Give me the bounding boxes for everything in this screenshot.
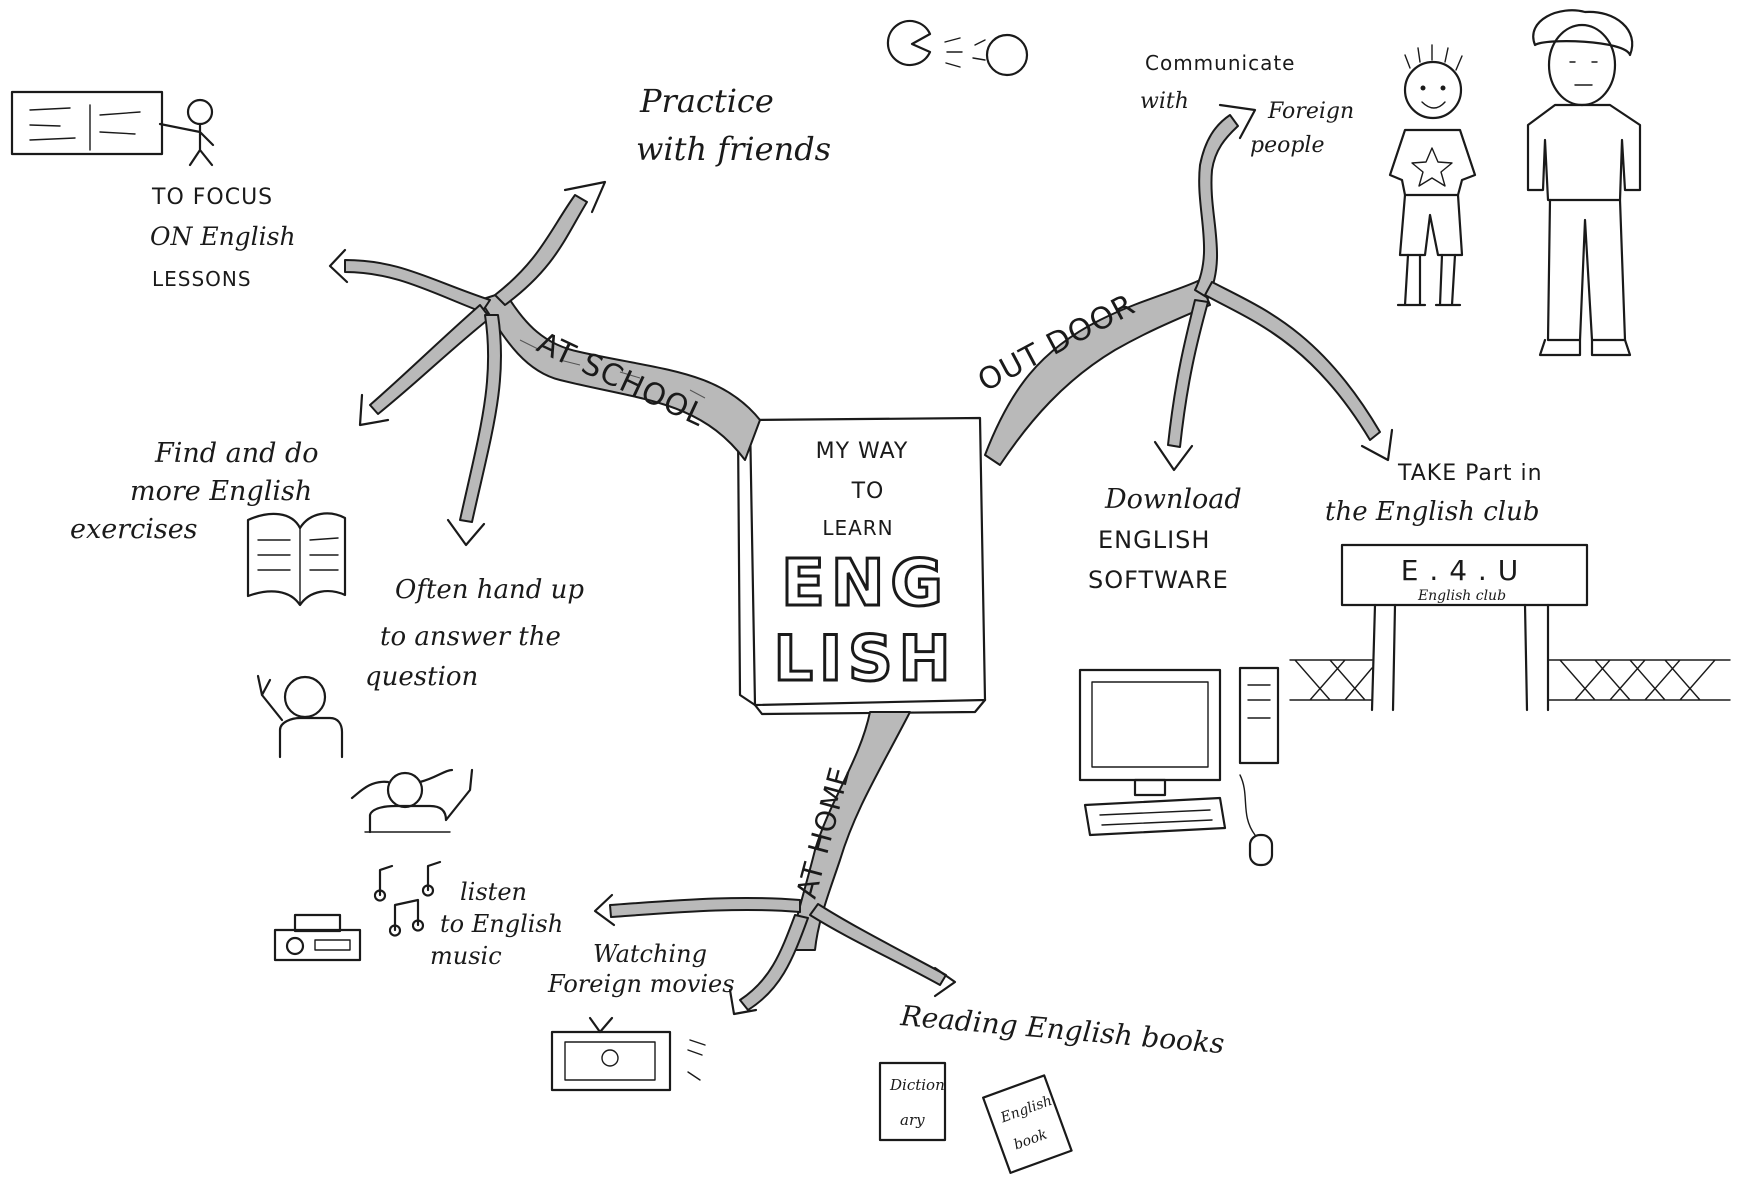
software-line-1: Download bbox=[1104, 484, 1242, 515]
focus-line-1: TO FOCUS bbox=[151, 185, 273, 210]
dictionary-book-icon: Diction ary bbox=[880, 1063, 945, 1140]
communicate-line-2: with bbox=[1140, 89, 1189, 114]
item-download-software: Download ENGLISH SOFTWARE bbox=[1088, 484, 1242, 594]
item-practice-friends: Practice with friends bbox=[636, 82, 831, 168]
book-title-line-1: MY WAY bbox=[816, 439, 909, 464]
hand-up-line-3: question bbox=[365, 662, 478, 692]
focus-line-2: ON English bbox=[150, 222, 296, 251]
exercises-line-3: exercises bbox=[70, 514, 198, 545]
item-hand-up: Often hand up to answer the question bbox=[365, 575, 584, 692]
communicate-line-1: Communicate bbox=[1145, 51, 1295, 75]
computer-icon bbox=[1080, 668, 1278, 865]
club-line-1: TAKE Part in bbox=[1397, 461, 1543, 486]
book-word-top: ENG bbox=[781, 547, 949, 621]
club-sign-title: E . 4 . U bbox=[1401, 554, 1519, 587]
music-line-3: music bbox=[430, 942, 502, 970]
hand-up-line-1: Often hand up bbox=[395, 575, 584, 605]
item-foreign-movies: Watching Foreign movies bbox=[547, 940, 735, 998]
tv-icon bbox=[552, 1018, 705, 1090]
book-title-line-2: TO bbox=[851, 479, 885, 504]
movies-line-2: Foreign movies bbox=[547, 970, 735, 998]
item-find-exercises: Find and do more English exercises bbox=[70, 438, 319, 545]
item-focus-lessons: TO FOCUS ON English LESSONS bbox=[150, 185, 296, 291]
communicate-line-3: Foreign bbox=[1267, 99, 1354, 124]
software-line-3: SOFTWARE bbox=[1088, 566, 1229, 594]
item-reading-books: Reading English books bbox=[898, 999, 1225, 1060]
book-word-bottom: LISH bbox=[773, 622, 956, 695]
raised-hand-girl-icon bbox=[352, 770, 472, 832]
english-book-icon: English book bbox=[983, 1075, 1071, 1172]
practice-line-2: with friends bbox=[636, 130, 831, 168]
boy-figure-icon bbox=[1390, 45, 1475, 305]
central-book: MY WAY TO LEARN ENG LISH bbox=[738, 418, 985, 714]
software-line-2: ENGLISH bbox=[1098, 526, 1210, 554]
talking-faces-icon bbox=[888, 21, 1027, 75]
club-sign-subtitle: English club bbox=[1417, 588, 1506, 604]
dictionary-label-2: ary bbox=[900, 1111, 925, 1129]
item-english-club: TAKE Part in the English club bbox=[1325, 461, 1543, 527]
english-club-sign-icon: E . 4 . U English club bbox=[1290, 545, 1730, 710]
radio-music-icon bbox=[275, 862, 440, 960]
movies-line-1: Watching bbox=[593, 940, 707, 968]
music-line-2: to English bbox=[440, 910, 563, 938]
book-title-line-3: LEARN bbox=[822, 516, 893, 540]
music-line-1: listen bbox=[460, 878, 527, 906]
hand-up-line-2: to answer the bbox=[380, 622, 561, 652]
exercises-line-2: more English bbox=[130, 476, 312, 507]
raised-hand-student-icon bbox=[258, 676, 342, 757]
item-communicate: Communicate with Foreign people bbox=[1140, 51, 1354, 158]
blackboard-teacher-icon bbox=[12, 92, 213, 165]
focus-line-3: LESSONS bbox=[152, 267, 252, 291]
dictionary-label-1: Diction bbox=[889, 1076, 945, 1094]
practice-line-1: Practice bbox=[639, 82, 774, 120]
club-line-2: the English club bbox=[1325, 497, 1539, 527]
exercises-line-1: Find and do bbox=[154, 438, 319, 469]
man-figure-icon bbox=[1528, 10, 1640, 355]
item-listen-music: listen to English music bbox=[430, 878, 563, 970]
english-book-label-1: English bbox=[998, 1093, 1055, 1127]
communicate-line-4: people bbox=[1250, 133, 1325, 158]
open-book-icon bbox=[248, 513, 345, 605]
english-book-label-2: book bbox=[1012, 1127, 1050, 1154]
